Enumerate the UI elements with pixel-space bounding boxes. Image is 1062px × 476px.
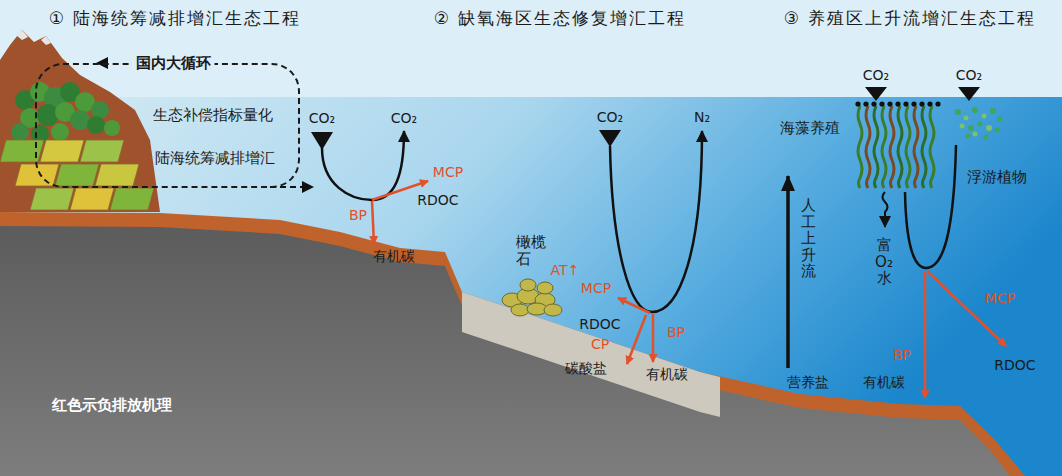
carbon-pool-label: RDOC <box>579 316 620 333</box>
seaweed <box>858 106 934 188</box>
mechanism-label: BP <box>667 324 685 341</box>
process-label: 浮游植物 <box>967 168 1027 186</box>
dashed-cycle-box: 国内大循环生态补偿指标量化陆海统筹减排增汇 <box>35 63 300 188</box>
process-label: 富O₂水 <box>874 237 894 287</box>
carbon-pool-label: 有机碳 <box>863 374 905 391</box>
phytoplankton <box>955 107 1003 140</box>
mechanism-label: CP <box>591 336 609 353</box>
farmland <box>0 140 154 210</box>
mechanism-label: BP <box>349 207 367 224</box>
carbon-pool-label: RDOC <box>994 357 1035 374</box>
gas-label: CO₂ <box>956 67 982 84</box>
gas-label: CO₂ <box>597 109 623 126</box>
box-text: 生态补偿指标量化 <box>153 106 273 124</box>
carbon-pool-label: 碳酸盐 <box>565 360 607 377</box>
mechanism-label: MCP <box>985 290 1015 307</box>
mechanism-label: AT↑ <box>551 262 580 279</box>
carbon-pool-label: 有机碳 <box>646 366 688 383</box>
carbon-pool-label: RDOC <box>417 192 458 209</box>
carbon-pool-label: 有机碳 <box>373 248 415 265</box>
mechanism-label: BP <box>893 347 911 364</box>
legend-note: 红色示负排放机理 <box>52 396 172 414</box>
process-label: 海藻养殖 <box>780 119 840 137</box>
gas-label: N₂ <box>694 109 710 126</box>
mechanism-label: MCP <box>433 164 463 181</box>
culture-floats <box>855 101 940 106</box>
section-title: ① 陆海统筹减排增汇生态工程 <box>49 8 302 28</box>
cycle-title: 国内大循环 <box>132 54 215 72</box>
carbon-pool-label: 营养盐 <box>787 374 829 391</box>
forest <box>11 82 120 143</box>
box-text: 陆海统筹减排增汇 <box>155 149 275 167</box>
section-title: ② 缺氧海区生态修复增汇工程 <box>434 8 687 28</box>
gas-label: CO₂ <box>391 110 417 127</box>
mechanism-label: MCP <box>581 280 611 297</box>
gas-label: CO₂ <box>309 110 335 127</box>
gas-label: CO₂ <box>863 67 889 84</box>
olivine-rocks <box>502 279 562 316</box>
gravel-slope <box>462 292 720 417</box>
bedrock <box>0 226 1010 476</box>
mineral-label: 橄榄石 <box>516 234 546 267</box>
process-label: 人工上升流 <box>801 197 816 280</box>
section-title: ③ 养殖区上升流增汇生态工程 <box>784 8 1037 28</box>
seabed-layer <box>0 212 1025 476</box>
